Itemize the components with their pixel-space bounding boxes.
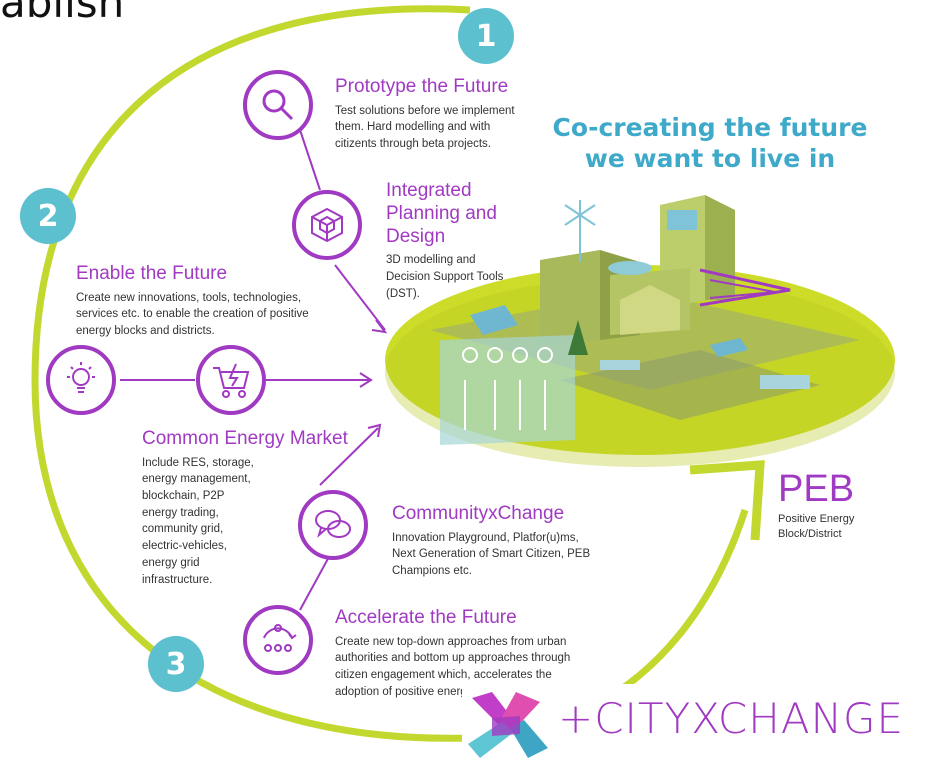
city-illustration	[385, 195, 895, 467]
peb-title: PEB	[778, 468, 855, 510]
prototype-block: Prototype the Future Test solutions befo…	[335, 76, 535, 153]
page-title-fragment: ablish	[0, 0, 125, 27]
peb-arrow-head	[689, 460, 765, 541]
community-text: Innovation Playground, Platfor(u)ms, Nex…	[392, 531, 591, 578]
market-block: Common Energy Market Include RES, storag…	[142, 428, 357, 588]
market-text: Include RES, storage, energy management,…	[142, 456, 254, 586]
integrated-text: 3D modelling and Decision Support Tools …	[386, 254, 504, 300]
people-cycle-icon	[243, 605, 313, 675]
community-block: CommunityxChange Innovation Playground, …	[392, 503, 597, 580]
chat-bubbles-icon	[298, 490, 368, 560]
lightbulb-icon	[46, 345, 116, 415]
market-title: Common Energy Market	[142, 428, 348, 449]
step-1-badge: 1	[458, 8, 514, 64]
accelerate-title: Accelerate the Future	[335, 607, 517, 628]
cycle-ring	[31, 5, 471, 742]
integrated-title: Integrated Planning and Design	[386, 180, 497, 247]
peb-label: PEB Positive Energy Block/District	[778, 470, 888, 542]
prototype-text: Test solutions before we implement them.…	[335, 104, 515, 151]
enable-title: Enable the Future	[76, 263, 228, 284]
logo-wordmark: +CITYXCHANGE	[558, 694, 905, 743]
prototype-title: Prototype the Future	[335, 76, 509, 97]
connector-lines	[120, 129, 388, 611]
energy-cart-icon	[196, 345, 266, 415]
enable-block: Enable the Future Create new innovations…	[76, 263, 326, 340]
integrated-block: Integrated Planning and Design 3D modell…	[386, 180, 504, 302]
step-3-badge: 3	[148, 636, 204, 692]
step-2-badge: 2	[20, 188, 76, 244]
enable-text: Create new innovations, tools, technolog…	[76, 291, 309, 338]
tagline: Co-creating the future we want to live i…	[545, 112, 875, 175]
community-title: CommunityxChange	[392, 503, 565, 524]
tagline-line-1: Co-creating the future	[552, 113, 868, 142]
logo-cross-mark	[468, 692, 548, 758]
tagline-line-2: we want to live in	[584, 144, 836, 174]
magnifier-icon	[243, 70, 313, 140]
cube-icon	[292, 190, 362, 260]
logo: +CITYXCHANGE	[462, 684, 932, 764]
peb-subtitle: Positive Energy Block/District	[778, 513, 855, 540]
